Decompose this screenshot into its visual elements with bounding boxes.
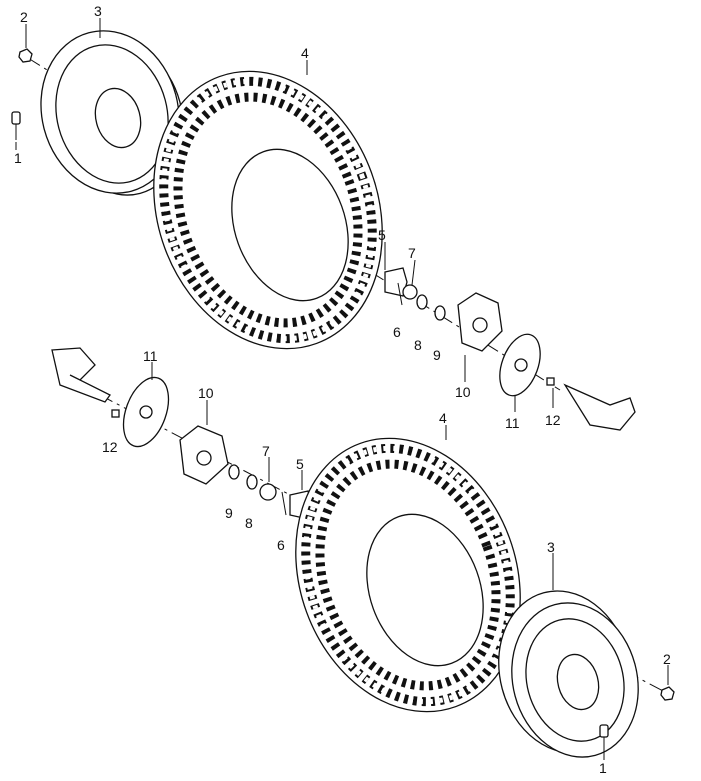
callout-1-top: 1 [14,150,22,166]
callout-9-top: 9 [433,347,441,363]
callout-6-bottom: 6 [277,537,285,553]
callout-11-bottom: 11 [143,348,158,364]
callout-5-bottom: 5 [296,456,304,472]
callout-7-top: 7 [408,245,416,261]
callout-2-top: 2 [20,9,28,25]
callout-8-top: 8 [414,337,422,353]
rim-bottom [498,590,639,758]
callout-7-bottom: 7 [262,443,270,459]
callout-3-bottom: 3 [547,539,555,555]
valve-stem-bottom [599,724,609,752]
tire-bottom [295,437,521,713]
nut-top [18,48,33,63]
callout-12-top: 12 [545,412,561,428]
callout-3-top: 3 [94,3,102,19]
callout-6-top: 6 [393,324,401,340]
nut-bottom [660,686,675,701]
callout-4-top: 4 [301,45,309,61]
valve-stem-top [11,111,21,140]
callout-5-top: 5 [378,227,386,243]
callout-8-bottom: 8 [245,515,253,531]
callout-12-bottom: 12 [102,439,118,455]
callout-11-top: 11 [505,415,520,431]
callout-10-bottom: 10 [198,385,214,401]
rotor-bottom [122,376,170,448]
callout-2-bottom: 2 [663,651,671,667]
bolt-bottom [111,409,120,418]
knuckle-bottom [51,347,111,403]
hub-parts-top [384,267,636,431]
callout-9-bottom: 9 [225,505,233,521]
tire-top [153,70,383,350]
rim-top [40,30,184,196]
hub-parts-bottom [179,425,313,520]
leader-lines [15,18,669,760]
callout-4-bottom: 4 [439,410,447,426]
callout-10-top: 10 [455,384,471,400]
callout-1-bottom: 1 [599,760,607,776]
